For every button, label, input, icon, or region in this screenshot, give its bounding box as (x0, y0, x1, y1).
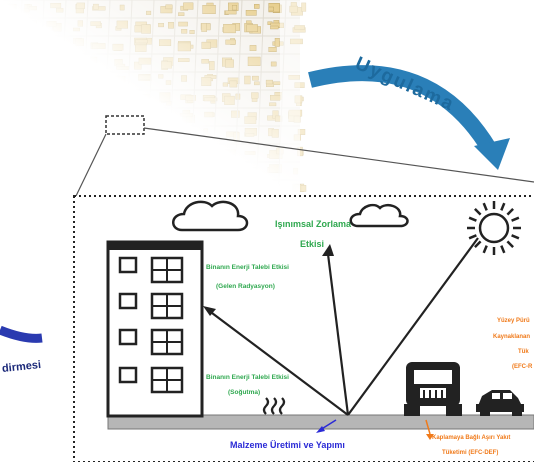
fuel-consumption-label-2: Tüketimi (EFC-DEF) (442, 450, 499, 456)
city-map (0, 0, 310, 201)
window (118, 292, 138, 310)
truck-icon (404, 362, 462, 416)
building-windows (118, 256, 184, 394)
left-partial-arrow (0, 325, 43, 343)
window (118, 256, 138, 274)
surface-label-2: Kaynaklanan (493, 334, 531, 340)
heat-wave-icon (262, 397, 286, 415)
energy-cooling-label-2: (Soğutma) (228, 389, 261, 396)
energy-radiation-label: Binanın Enerji Talebi Etkisi (206, 264, 289, 271)
window (118, 366, 138, 384)
window (118, 328, 138, 346)
radiative-forcing-label: Işınımsal Zorlama (275, 219, 352, 229)
pointer-arrows (316, 419, 434, 440)
uygulama-arrow (308, 65, 510, 170)
building (106, 240, 204, 418)
surface-label-1: Yüzey Pürü (497, 318, 530, 324)
fuel-consumption-label: Kaplamaya Bağlı Aşırı Yakıt (432, 435, 511, 441)
energy-cooling-label: Binanın Enerji Talebi Etkisi (206, 374, 289, 381)
zoom-line-left (75, 133, 107, 197)
surface-label-3: Tük (518, 349, 529, 355)
cloud-icon (172, 200, 249, 232)
radiative-forcing-label-2: Etkisi (300, 239, 325, 249)
energy-radiation-label-2: (Gelen Radyasyon) (216, 283, 275, 290)
radiation-arrows (203, 237, 479, 416)
surface-label-4: (EFC-R (512, 364, 533, 370)
material-production-label: Malzeme Üretimi ve Yapımı (230, 440, 345, 450)
cloud-icon (349, 203, 409, 228)
sun-icon (467, 201, 521, 255)
zoom-square (105, 115, 145, 135)
zoom-line-right (143, 127, 534, 183)
car-icon (476, 390, 524, 416)
